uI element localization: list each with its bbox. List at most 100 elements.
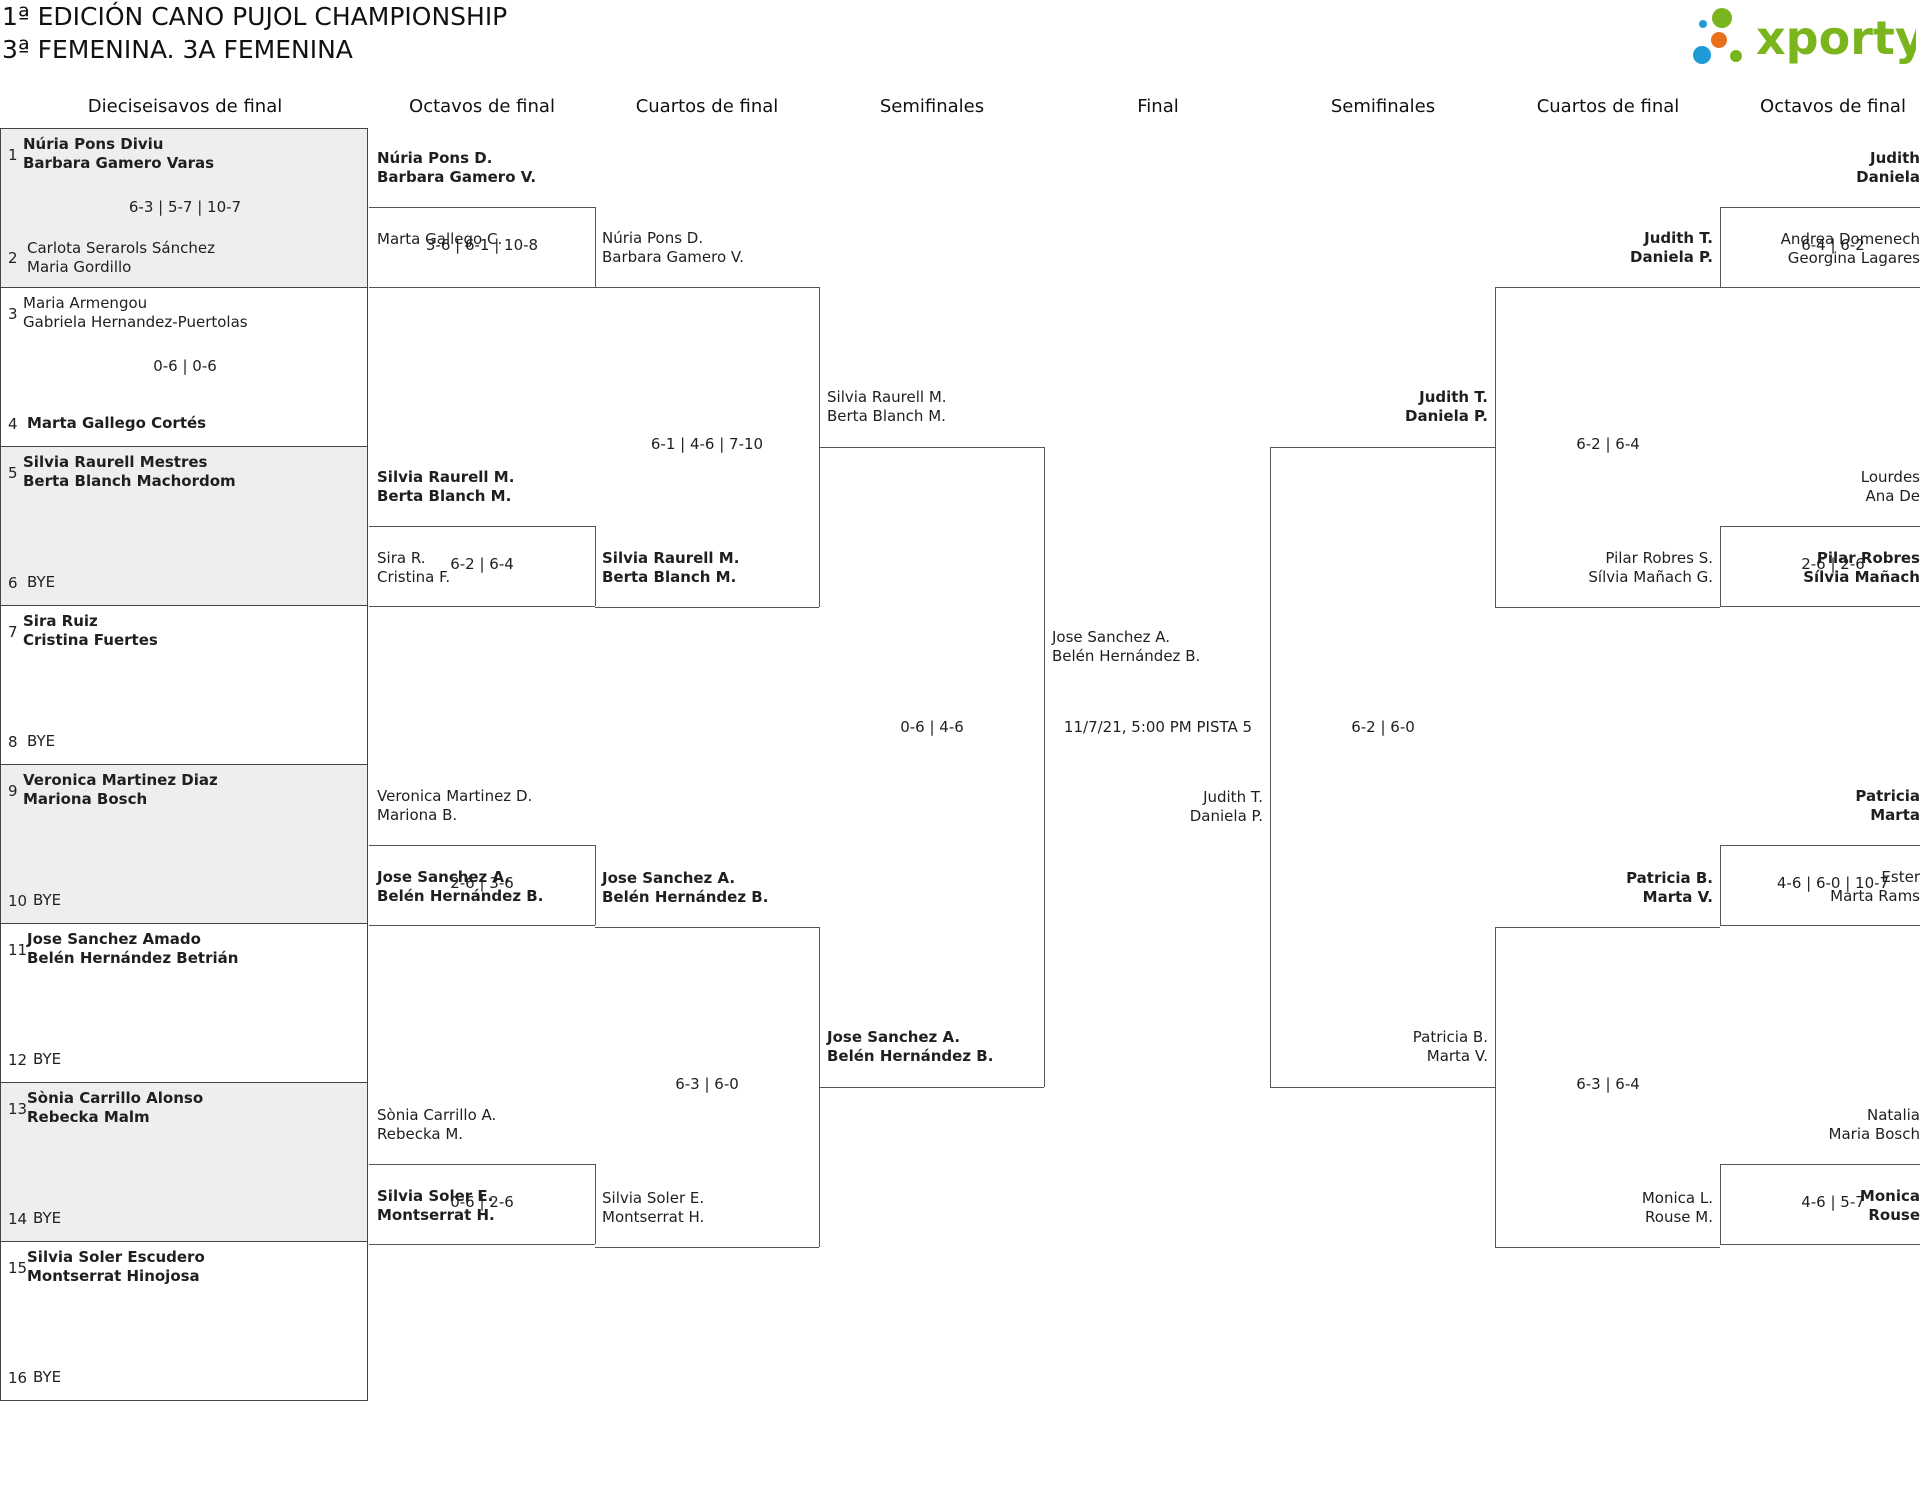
player-name: BYE [27, 732, 56, 750]
team-entry: Silvia Soler E.Montserrat H. [602, 1189, 704, 1227]
team-player: Judith [1870, 149, 1920, 167]
team-player: Patricia B. [1412, 1028, 1488, 1046]
match-score: 2-6 | 2-6 [1801, 555, 1865, 573]
player-name: Rebecka Malm [27, 1108, 150, 1126]
team-entry: Jose Sanchez A.Belén Hernández B. [377, 868, 543, 906]
team-player: Silvia Raurell M. [377, 468, 515, 486]
player-name: Cristina Fuertes [23, 631, 158, 649]
bracket-line [1720, 1164, 1721, 1244]
team-entry: Patricia B.Marta V. [1493, 869, 1713, 907]
bracket-line [1720, 925, 1920, 926]
team-player: Marta Gallego C. [377, 230, 503, 248]
player-name: Berta Blanch Machordom [23, 472, 236, 490]
player-name: Barbara Gamero Varas [23, 154, 215, 172]
player-name: Veronica Martinez Diaz [23, 771, 218, 789]
player-name: Maria Armengou [23, 294, 148, 312]
column-header: Semifinales [1330, 96, 1436, 117]
bracket-line [369, 925, 595, 926]
bracket-line [369, 526, 595, 527]
column-header: Cuartos de final [1536, 96, 1680, 117]
bracket-line [595, 526, 596, 606]
bracket-line [819, 447, 1044, 448]
team-player: Judith T. [1203, 788, 1263, 806]
finalist-right: Judith T.Daniela P. [1063, 788, 1263, 826]
logo-wordmark: xporty [1756, 11, 1916, 65]
seed-number: 6 [8, 574, 18, 592]
category-title: 3ª FEMENINA. 3A FEMENINA [2, 35, 353, 64]
match-score: 6-4 | 6-2 [1801, 236, 1865, 254]
player-name: Marta Gallego Cortés [27, 414, 207, 432]
team-player: Barbara Gamero V. [377, 168, 537, 186]
team-entry: Sònia Carrillo A.Rebecka M. [377, 1106, 496, 1144]
seed-number: 4 [8, 415, 18, 433]
player-name: Núria Pons Diviu [23, 135, 164, 153]
team-player: Jose Sanchez A. [827, 1028, 961, 1046]
team-entry: Patricia B.Marta V. [1268, 1028, 1488, 1066]
team-player: Silvia Raurell M. [602, 549, 740, 567]
team-player: Pilar Robres S. [1605, 549, 1713, 567]
seed-number: 7 [8, 623, 18, 641]
column-header: Cuartos de final [635, 96, 779, 117]
team-player: Silvia Soler E. [377, 1187, 494, 1205]
bracket-line [369, 606, 595, 607]
bracket-line [595, 207, 596, 287]
match-score: 11/7/21, 5:00 PM PISTA 5 [1063, 718, 1253, 736]
bracket-line [369, 845, 595, 846]
team-entry: Sira R.Cristina F. [377, 549, 450, 587]
team-player: Georgina Lagares [1787, 249, 1920, 267]
bracket-line [595, 287, 819, 288]
xporty-logo[interactable]: xporty [1690, 4, 1920, 68]
logo-dot-blue-small [1699, 20, 1707, 28]
bracket-line [595, 927, 819, 928]
match-score: 0-6 | 2-6 [450, 1193, 514, 1211]
team-player: Belén Hernández B. [602, 888, 769, 906]
bracket-line [1720, 287, 1920, 288]
team-entry: Judith T.Daniela P. [1268, 388, 1488, 426]
team-entry: Silvia Raurell M.Berta Blanch M. [602, 549, 739, 587]
bracket-line [369, 287, 595, 288]
bracket-line [1270, 1087, 1495, 1088]
team-player: Patricia B. [1626, 869, 1713, 887]
bracket-line [1495, 287, 1720, 288]
bracket-line [369, 207, 595, 208]
match-score: 6-2 | 6-4 [1576, 435, 1640, 453]
seed-number: 16 [8, 1369, 28, 1387]
seed-number: 3 [8, 305, 18, 323]
column-header: Dieciseisavos de final [87, 96, 283, 117]
seed-number: 12 [8, 1051, 28, 1069]
match-score: 0-6 | 4-6 [900, 718, 964, 736]
bracket-line [1720, 526, 1920, 527]
column-header: Final [1137, 96, 1179, 117]
seed-number: 5 [8, 464, 18, 482]
player-name: Jose Sanchez Amado [27, 930, 201, 948]
team-entry: Judith T.Daniela P. [1493, 229, 1713, 267]
bracket-line [595, 845, 596, 925]
bracket-line [1270, 447, 1271, 1087]
team-player: Monica L. [1641, 1189, 1713, 1207]
bracket-line [1720, 1244, 1920, 1245]
bracket-line [1495, 287, 1496, 607]
team-player: Natalia [1866, 1106, 1920, 1124]
seed-number: 14 [8, 1210, 28, 1228]
team-player: Rebecka M. [377, 1125, 464, 1143]
team-entry: Monica L.Rouse M. [1493, 1189, 1713, 1227]
player-name: BYE [33, 891, 62, 909]
seed-number: 1 [8, 146, 18, 164]
match-score: 6-3 | 5-7 | 10-7 [128, 198, 242, 216]
team-entry: Silvia Soler E.Montserrat H. [377, 1187, 495, 1225]
bracket-line [1720, 526, 1721, 606]
team-player: Veronica Martinez D. [377, 787, 533, 805]
team-player: Andrea Domenech [1780, 230, 1920, 248]
bracket-line [595, 607, 819, 608]
player-name: BYE [33, 1050, 62, 1068]
team-player: Ester [1881, 868, 1920, 886]
